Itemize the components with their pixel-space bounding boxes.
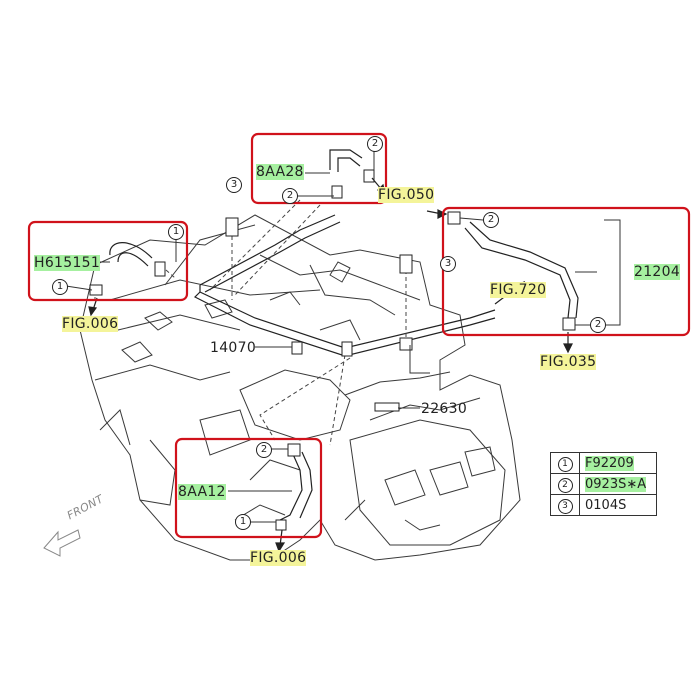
fig-ref-050[interactable]: FIG.050 <box>378 187 435 203</box>
pipe-14070 <box>199 285 496 349</box>
legend-code[interactable]: 0923S∗A <box>585 476 647 492</box>
marker-2-c: 2 <box>483 212 499 228</box>
legend-marker: 1 <box>557 456 573 472</box>
part-number-22630[interactable]: 22630 <box>421 401 468 417</box>
marker-3-b: 3 <box>440 256 456 272</box>
marker-1-c: 1 <box>235 514 251 530</box>
legend-code[interactable]: 0104S <box>585 497 627 513</box>
label-8aa12: 8AA12 <box>178 484 226 500</box>
legend-marker: 2 <box>557 477 573 493</box>
fig-ref-720[interactable]: FIG.720 <box>490 282 547 298</box>
legend-row: 2 0923S∗A <box>550 473 657 495</box>
marker-1-a: 1 <box>168 224 184 240</box>
part-number-8aa28[interactable]: 8AA28 <box>256 164 304 180</box>
legend-table: 1 F92209 2 0923S∗A 3 0104S <box>550 452 657 516</box>
fig-ref-006-bottom[interactable]: FIG.006 <box>250 550 307 566</box>
fig-ref-006-top[interactable]: FIG.006 <box>62 316 119 332</box>
front-arrow-icon <box>43 529 81 557</box>
legend-row: 1 F92209 <box>550 452 657 474</box>
marker-3-a: 3 <box>226 177 242 193</box>
marker-2-d: 2 <box>590 317 606 333</box>
label-h615151: H615151 <box>34 255 101 271</box>
part-number-8aa12[interactable]: 8AA12 <box>178 484 226 500</box>
label-22630: 22630 <box>421 401 467 417</box>
fig-ref-035[interactable]: FIG.035 <box>540 354 597 370</box>
part-number-21204[interactable]: 21204 <box>634 264 681 280</box>
legend-row: 3 0104S <box>550 494 657 516</box>
marker-2-a: 2 <box>367 136 383 152</box>
marker-1-b: 1 <box>52 279 68 295</box>
label-21204: 21204 <box>634 264 681 280</box>
legend-code[interactable]: F92209 <box>585 455 634 471</box>
marker-2-e: 2 <box>256 442 272 458</box>
box-21204 <box>441 206 691 337</box>
label-8aa28: 8AA28 <box>256 164 304 180</box>
box-8aa28 <box>250 132 388 205</box>
box-h615151 <box>27 220 189 302</box>
box-8aa12 <box>174 437 323 539</box>
part-number-h615151[interactable]: H615151 <box>34 255 101 271</box>
part-number-14070[interactable]: 14070 <box>210 340 257 356</box>
marker-2-b: 2 <box>282 188 298 204</box>
label-14070: 14070 <box>210 340 256 356</box>
legend-marker: 3 <box>557 498 573 514</box>
